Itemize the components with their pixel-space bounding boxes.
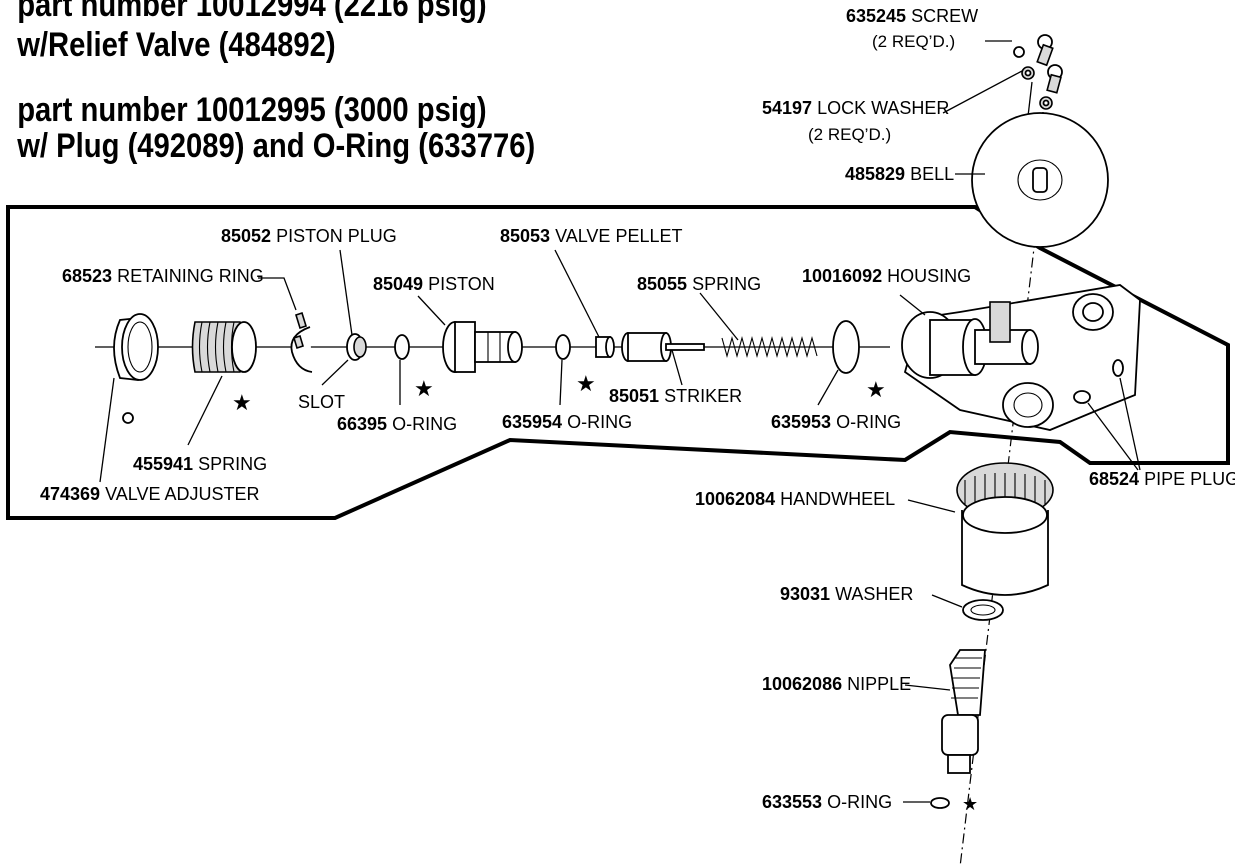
oring-66395-part — [394, 334, 410, 360]
label-piston-plug: 85052 PISTON PLUG — [221, 226, 397, 246]
striker-part — [621, 332, 705, 362]
part-labels: 635245 SCREW (2 REQ’D.) 54197 LOCK WASHE… — [40, 6, 1235, 812]
label-oring-633553: 633553 O-RING — [762, 792, 892, 812]
label-piston: 85049 PISTON — [373, 274, 495, 294]
oring-633553-part — [930, 797, 950, 809]
spring-455941-part — [191, 321, 257, 373]
label-handwheel: 10062084 HANDWHEEL — [695, 489, 895, 509]
screw-shank-2 — [1046, 73, 1062, 94]
nipple-part — [941, 649, 986, 774]
spring-85055-part — [721, 335, 818, 359]
star-oring-635954: ★ — [576, 372, 596, 397]
label-bell: 485829 BELL — [845, 164, 954, 184]
label-retaining-ring: 68523 RETAINING RING — [62, 266, 264, 286]
title-line-3: part number 10012995 (3000 psig) — [17, 90, 486, 129]
label-pipe-plug: 68524 PIPE PLUG — [1089, 469, 1235, 489]
star-oring-633553: ★ — [962, 794, 978, 815]
valve-pellet-part — [595, 336, 615, 358]
label-spring-85055: 85055 SPRING — [637, 274, 761, 294]
pipe-plug-2 — [1112, 359, 1124, 377]
label-washer: 93031 WASHER — [780, 584, 913, 604]
screw-shank-1 — [1036, 43, 1054, 67]
label-screw: 635245 SCREW — [846, 6, 978, 26]
adjuster-small-ring — [122, 412, 134, 424]
valve-adjuster-part — [113, 313, 159, 424]
star-oring-635953: ★ — [866, 378, 886, 403]
title-line-4: w/ Plug (492089) and O-Ring (633776) — [16, 126, 535, 165]
label-screw-note: (2 REQ’D.) — [872, 32, 955, 51]
title-line-1: part number 10012994 (2216 psig) — [17, 0, 486, 24]
label-oring-635954: 635954 O-RING — [502, 412, 632, 432]
label-lock-washer-note: (2 REQ’D.) — [808, 125, 891, 144]
star-oring-66395: ★ — [414, 377, 434, 402]
small-washer-ring — [1013, 46, 1025, 58]
assembly-outline — [6, 205, 1230, 520]
star-markers: ★ ★ ★ ★ ★ — [232, 372, 978, 815]
pipe-plug-1 — [1073, 390, 1091, 404]
housing-part — [901, 284, 1141, 431]
title-line-2: w/Relief Valve (484892) — [16, 25, 335, 64]
washer-part — [962, 599, 1004, 621]
label-nipple: 10062086 NIPPLE — [762, 674, 911, 694]
label-valve-pellet: 85053 VALVE PELLET — [500, 226, 682, 246]
title-block: part number 10012994 (2216 psig) w/Relie… — [16, 0, 535, 165]
oring-635953-part — [832, 320, 860, 374]
retaining-ring-part — [290, 311, 313, 373]
label-lock-washer: 54197 LOCK WASHER — [762, 98, 949, 118]
label-oring-66395: 66395 O-RING — [337, 414, 457, 434]
label-striker: 85051 STRIKER — [609, 386, 742, 406]
label-slot: SLOT — [298, 392, 345, 412]
leader-lines — [99, 40, 1141, 803]
label-oring-635953: 635953 O-RING — [771, 412, 901, 432]
screw-part — [1013, 34, 1063, 94]
lock-washer-part — [1021, 66, 1053, 110]
star-spring: ★ — [232, 391, 252, 416]
piston-plug-part — [346, 333, 367, 361]
oring-635954-part — [555, 334, 571, 360]
bell-part — [971, 112, 1109, 248]
label-spring-455941: 455941 SPRING — [133, 454, 267, 474]
label-housing: 10016092 HOUSING — [802, 266, 971, 286]
piston-part — [442, 321, 523, 373]
handwheel-part — [956, 462, 1054, 596]
label-valve-adjuster: 474369 VALVE ADJUSTER — [40, 484, 259, 504]
